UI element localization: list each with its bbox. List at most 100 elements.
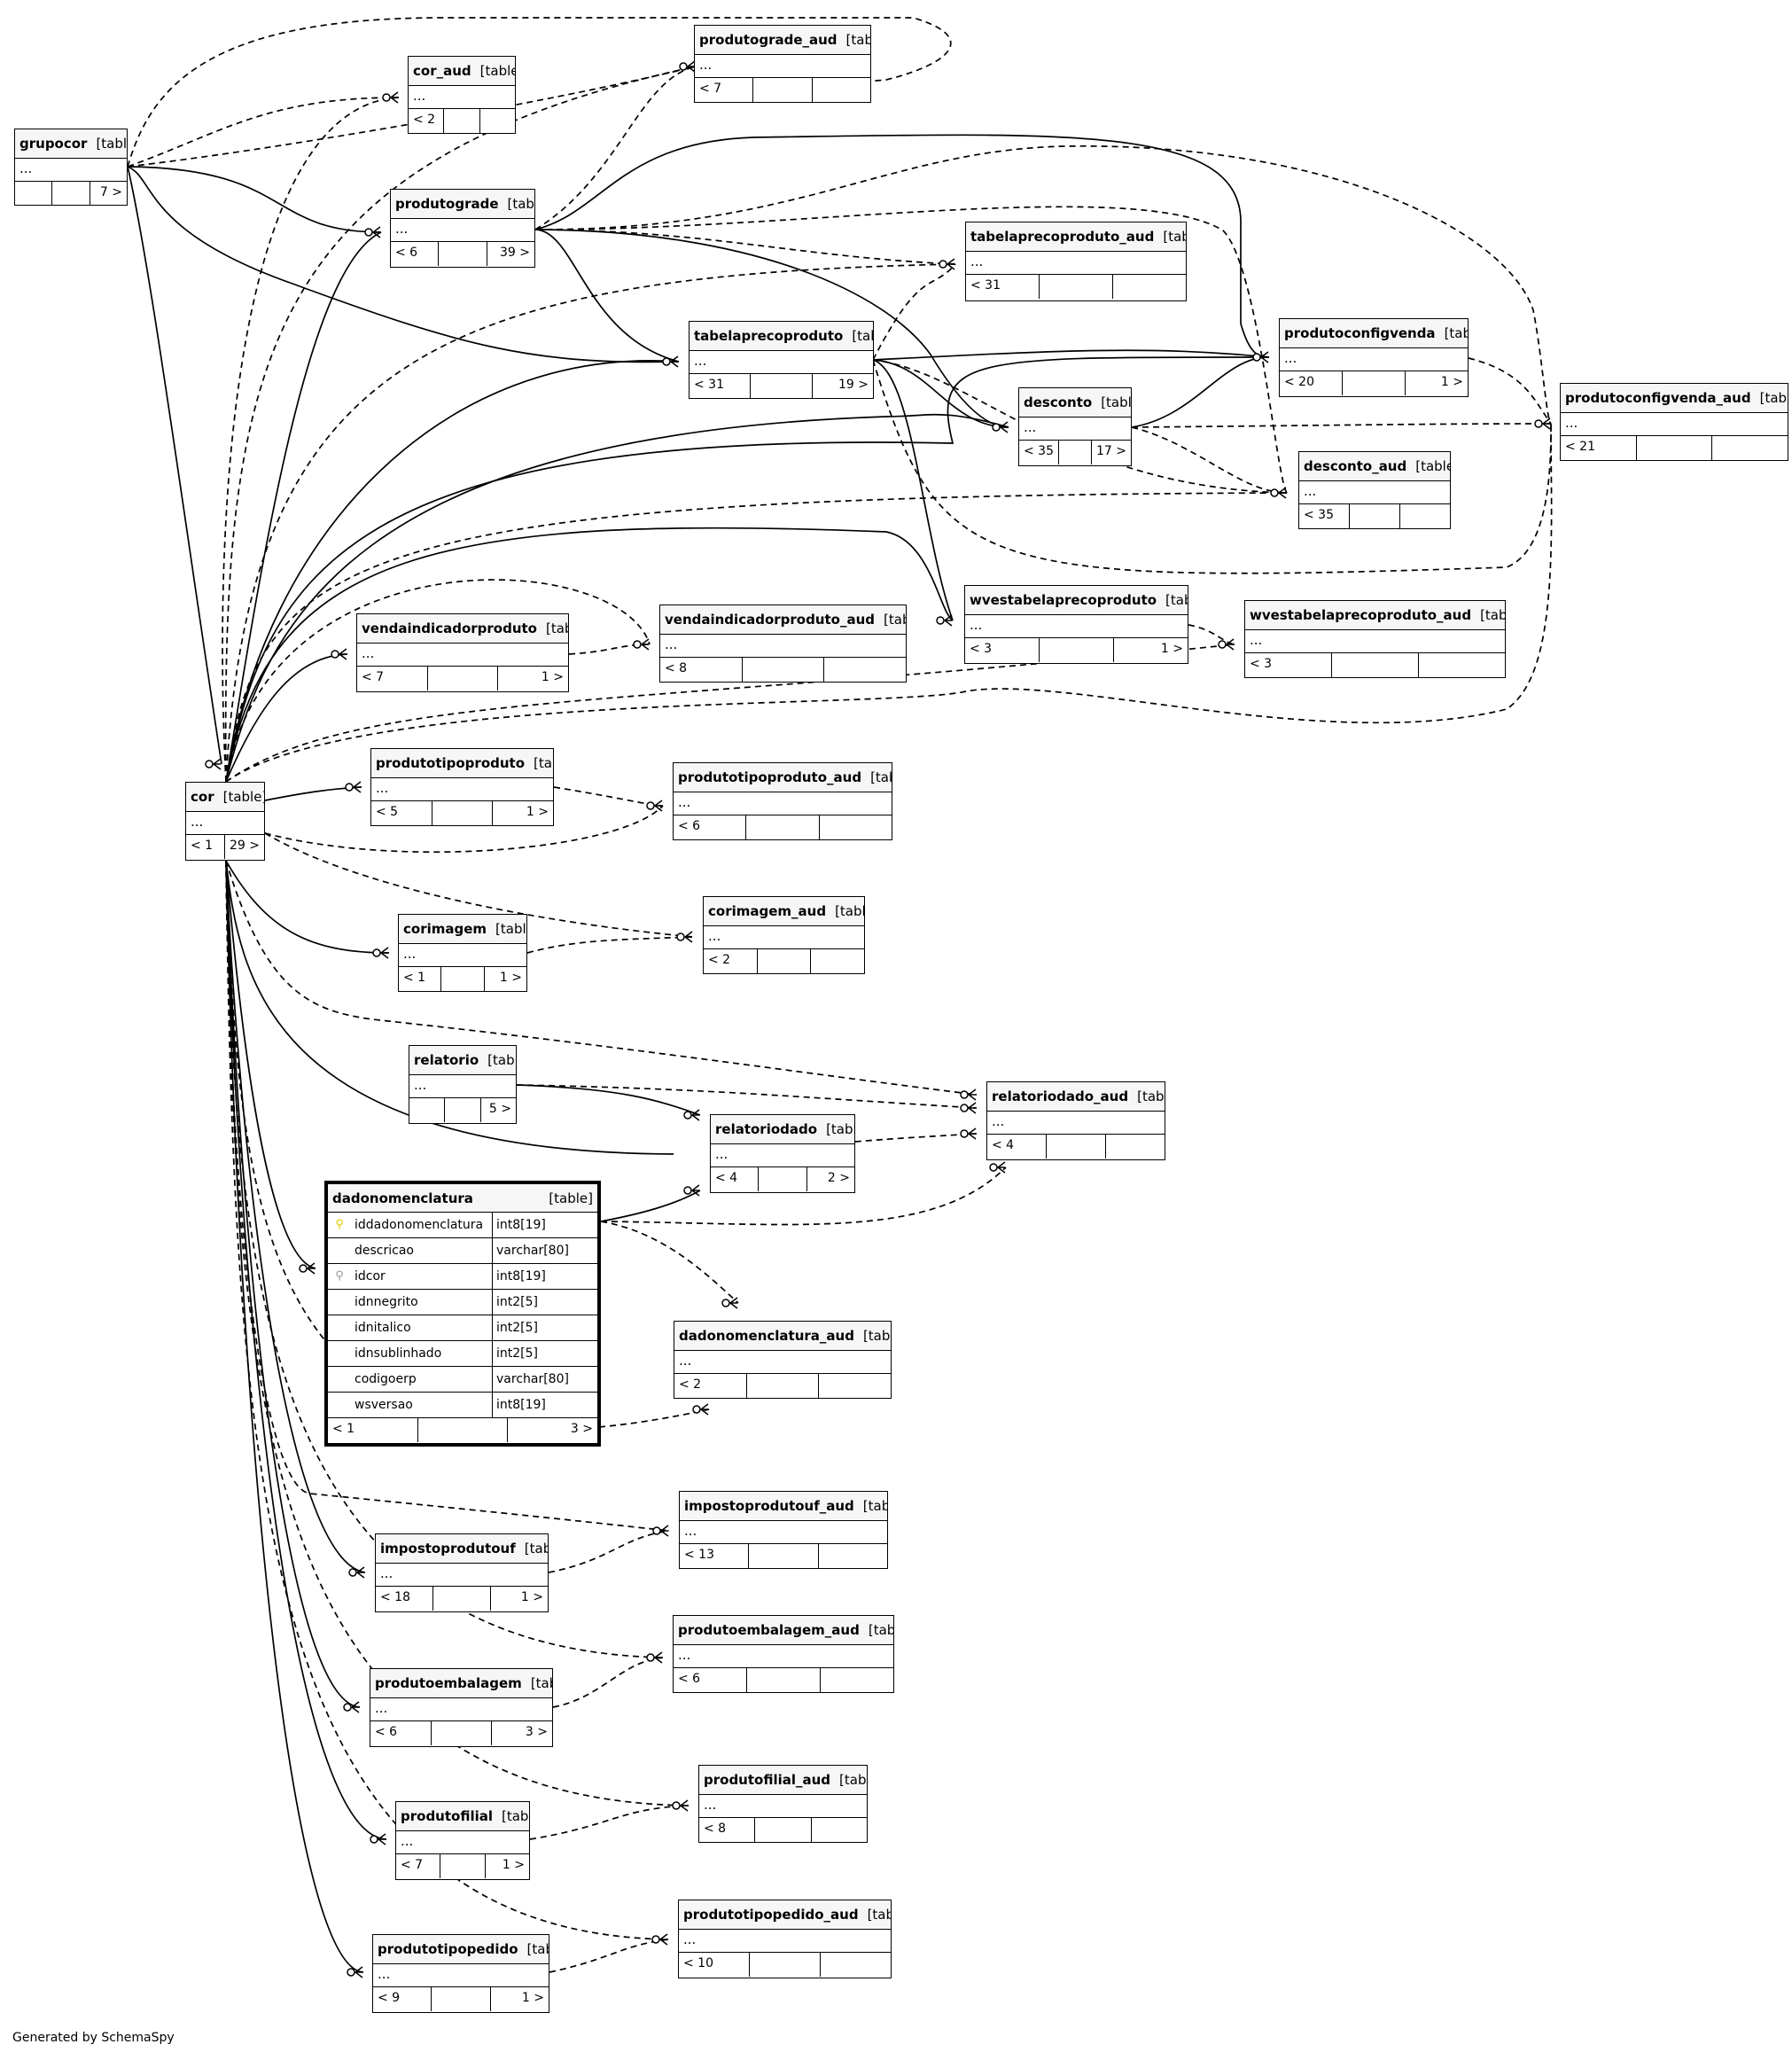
table-type: [table] xyxy=(1444,325,1468,341)
implied-relationship-line xyxy=(529,1805,690,1840)
table-produtoconfigvenda[interactable]: produtoconfigvenda[table]...< 201 > xyxy=(1279,318,1469,397)
table-name: cor xyxy=(191,789,214,805)
children-count xyxy=(819,1374,891,1398)
table-name: desconto xyxy=(1024,394,1093,410)
cardinality-zero-marker xyxy=(692,1405,701,1414)
table-dadonomenclatura[interactable]: dadonomenclatura [table] ⚲iddadonomencla… xyxy=(324,1181,601,1447)
footer-cell xyxy=(753,78,813,102)
children-count: 1 > xyxy=(520,1590,543,1604)
table-type: [table] xyxy=(870,769,892,785)
implied-relationship-line xyxy=(224,66,697,783)
parents-count: < 4 xyxy=(987,1135,1047,1159)
children-count xyxy=(1113,275,1186,299)
parents-count: < 13 xyxy=(680,1544,750,1568)
table-footer: < 7 xyxy=(695,78,870,102)
table-wvestabelaprecoproduto[interactable]: wvestabelaprecoproduto[table]...< 31 > xyxy=(964,585,1188,664)
table-impostoprodutouf_aud[interactable]: impostoprodutouf_aud[table]...< 13 xyxy=(679,1491,888,1569)
children-count: 1 > xyxy=(499,971,522,985)
table-produtofilial_aud[interactable]: produtofilial_aud[table]...< 8 xyxy=(698,1765,868,1843)
table-produtograde_aud[interactable]: produtograde_aud[table]...< 7 xyxy=(694,25,871,103)
table-cor_aud[interactable]: cor_aud[table]...< 2 xyxy=(408,56,516,134)
table-name: corimagem xyxy=(403,921,487,937)
columns-collapsed: ... xyxy=(987,1112,1165,1135)
parents-count: < 1 xyxy=(328,1418,418,1442)
parents-count: < 6 xyxy=(370,1721,432,1745)
table-produtofilial[interactable]: produtofilial[table]...< 71 > xyxy=(395,1801,530,1880)
table-impostoprodutouf[interactable]: impostoprodutouf[table]...< 181 > xyxy=(375,1533,549,1612)
crow-foot-marker xyxy=(946,258,955,270)
table-footer: < 6 xyxy=(674,815,892,839)
table-name: tabelaprecoproduto_aud xyxy=(970,229,1155,245)
implied-relationship-line xyxy=(600,1221,739,1304)
table-produtotipopedido[interactable]: produtotipopedido[table]...< 91 > xyxy=(372,1934,549,2013)
relationship-line xyxy=(225,653,348,783)
table-footer: 7 > xyxy=(15,182,127,206)
children-count xyxy=(480,109,515,133)
table-type: [table] xyxy=(868,1622,893,1638)
table-grupocor[interactable]: grupocor[table]...7 > xyxy=(14,129,128,206)
table-type: [table] xyxy=(1415,458,1450,474)
implied-relationship-line xyxy=(222,97,400,783)
column-name: idnitalico xyxy=(355,1321,411,1335)
table-tabelaprecoproduto_aud[interactable]: tabelaprecoproduto_aud[table]...< 31 xyxy=(965,222,1187,301)
table-vendaindicadorproduto_aud[interactable]: vendaindicadorproduto_aud[table]...< 8 xyxy=(659,605,907,683)
table-type: [table] xyxy=(1480,607,1505,623)
table-type: [table] xyxy=(867,1907,891,1923)
table-relatoriodado_aud[interactable]: relatoriodado_aud[table]...< 4 xyxy=(986,1081,1165,1160)
crow-foot-marker xyxy=(379,947,389,959)
footer-cell xyxy=(750,1953,821,1977)
table-name: wvestabelaprecoproduto xyxy=(970,592,1157,608)
table-footer: < 21 xyxy=(1561,436,1788,460)
implied-relationship-line xyxy=(225,860,664,1658)
footer-cell xyxy=(747,1374,820,1398)
parents-count xyxy=(15,182,53,206)
parents-count: < 35 xyxy=(1299,504,1350,528)
columns-collapsed: ... xyxy=(660,635,906,658)
cardinality-zero-marker xyxy=(382,93,391,102)
cardinality-zero-marker xyxy=(679,62,688,71)
table-corimagem[interactable]: corimagem[table]...< 11 > xyxy=(398,914,527,992)
table-produtograde[interactable]: produtograde[table]...< 639 > xyxy=(390,189,535,268)
relationship-line xyxy=(225,860,390,954)
table-produtoembalagem_aud[interactable]: produtoembalagem_aud[table]...< 6 xyxy=(673,1615,894,1693)
footer-cell xyxy=(52,182,90,206)
table-name: produtofilial xyxy=(401,1808,493,1824)
table-vendaindicadorproduto[interactable]: vendaindicadorproduto[table]...< 71 > xyxy=(356,613,569,692)
table-name: vendaindicadorproduto_aud xyxy=(665,612,876,628)
table-name: produtoembalagem_aud xyxy=(678,1622,860,1638)
table-produtoconfigvenda_aud[interactable]: produtoconfigvenda_aud[table]...< 21 xyxy=(1560,383,1788,461)
implied-relationship-line xyxy=(127,66,697,168)
table-wvestabelaprecoproduto_aud[interactable]: wvestabelaprecoproduto_aud[table]...< 3 xyxy=(1244,600,1506,678)
column-type: varchar[80] xyxy=(496,1244,569,1258)
crow-foot-marker xyxy=(1277,487,1287,499)
table-dadonomenclatura_aud[interactable]: dadonomenclatura_aud[table]...< 2 xyxy=(674,1321,892,1399)
cardinality-zero-marker xyxy=(1270,488,1279,497)
table-produtotipopedido_aud[interactable]: produtotipopedido_aud[table]...< 10 xyxy=(678,1900,892,1978)
crow-foot-marker xyxy=(690,1109,700,1121)
table-produtoembalagem[interactable]: produtoembalagem[table]...< 63 > xyxy=(370,1668,553,1747)
crow-foot-marker xyxy=(377,1833,386,1845)
implied-relationship-line xyxy=(225,423,1553,783)
cardinality-zero-marker xyxy=(939,260,947,269)
columns-collapsed: ... xyxy=(186,812,264,835)
crow-foot-marker xyxy=(690,1184,700,1197)
cardinality-zero-marker xyxy=(683,1111,692,1120)
table-relatorio[interactable]: relatorio[table]...5 > xyxy=(409,1045,517,1124)
table-produtotipoproduto_aud[interactable]: produtotipoproduto_aud[table]...< 6 xyxy=(673,762,892,840)
table-name: dadonomenclatura xyxy=(332,1190,473,1206)
implied-relationship-line xyxy=(225,644,1235,783)
table-relatoriodado[interactable]: relatoriodado[table]...< 42 > xyxy=(710,1114,855,1193)
table-type: [table] xyxy=(495,921,526,937)
table-desconto_aud[interactable]: desconto_aud[table]...< 35 xyxy=(1298,451,1451,529)
table-corimagem_aud[interactable]: corimagem_aud[table]...< 2 xyxy=(703,896,865,974)
table-produtotipoproduto[interactable]: produtotipoproduto[table]...< 51 > xyxy=(370,748,554,826)
